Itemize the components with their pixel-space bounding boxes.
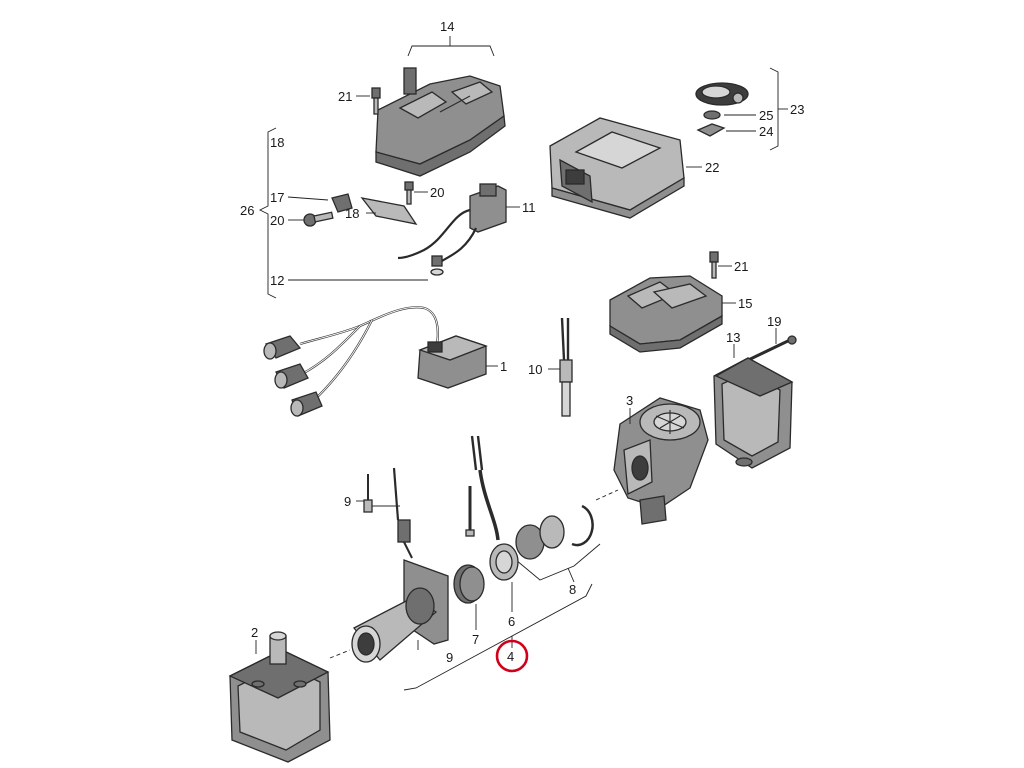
part-14-cover xyxy=(375,67,506,177)
connector-b xyxy=(274,363,309,389)
callout-11: 11 xyxy=(522,200,536,215)
bracket-8 xyxy=(515,543,601,581)
part-3-blower-housing xyxy=(613,397,709,525)
callout-9-upper: 9 xyxy=(344,494,351,509)
callout-24: 24 xyxy=(759,124,773,139)
part-8-circlip xyxy=(571,504,594,547)
part-18-strap xyxy=(360,197,418,225)
bracket-26 xyxy=(258,127,277,299)
callout-3: 3 xyxy=(626,393,633,408)
highlight-circle-4 xyxy=(495,639,529,673)
callout-10: 10 xyxy=(528,362,542,377)
callout-22: 22 xyxy=(705,160,719,175)
callout-21-top: 21 xyxy=(338,89,352,104)
part-20-screw-mid xyxy=(404,181,414,205)
callout-15: 15 xyxy=(738,296,752,311)
callout-19: 19 xyxy=(767,314,781,329)
callout-7: 7 xyxy=(472,632,479,647)
part-15-cover xyxy=(609,275,723,353)
callout-20-mid: 20 xyxy=(430,185,444,200)
part-9-combustion-tube xyxy=(351,467,449,663)
part-6-glow-element xyxy=(470,435,519,581)
part-10-temp-sensor xyxy=(559,317,573,417)
part-22-control-unit xyxy=(549,117,685,219)
callout-12: 12 xyxy=(270,273,284,288)
callout-18-strap: 18 xyxy=(345,206,359,221)
part-13-housing xyxy=(713,357,794,469)
callout-9-lower: 9 xyxy=(446,650,453,665)
part-7-seal xyxy=(453,564,485,604)
part-2-heat-exchanger xyxy=(228,631,331,763)
part-25-washer xyxy=(703,110,721,120)
bracket-4 xyxy=(403,583,593,691)
callout-14: 14 xyxy=(440,19,454,34)
part-1-wiring-harness xyxy=(263,306,488,417)
part-20-screw-left xyxy=(303,211,334,227)
callout-2: 2 xyxy=(251,625,258,640)
part-8-disc xyxy=(539,515,565,549)
part-17-bracket xyxy=(331,193,353,213)
part-21-screw-right xyxy=(709,251,719,279)
callout-4: 4 xyxy=(507,649,514,664)
callout-8: 8 xyxy=(569,582,576,597)
part-23-remote-control xyxy=(695,82,749,106)
callout-23: 23 xyxy=(790,102,804,117)
callout-13: 13 xyxy=(726,330,740,345)
callout-20-left: 20 xyxy=(270,213,284,228)
part-pin xyxy=(465,486,475,537)
callout-17: 17 xyxy=(270,190,284,205)
bracket-14 xyxy=(407,45,495,57)
part-21-screw-top xyxy=(371,87,381,115)
callout-26: 26 xyxy=(240,203,254,218)
connector-c xyxy=(290,391,323,417)
callout-21-right: 21 xyxy=(734,259,748,274)
part-9-sensor-upper xyxy=(363,474,400,513)
connector-a xyxy=(263,335,302,360)
callout-18-top: 18 xyxy=(270,135,284,150)
part-11-sensor xyxy=(397,183,507,276)
callout-1: 1 xyxy=(500,359,507,374)
callout-25: 25 xyxy=(759,108,773,123)
callout-6: 6 xyxy=(508,614,515,629)
part-24-clip xyxy=(696,123,726,137)
